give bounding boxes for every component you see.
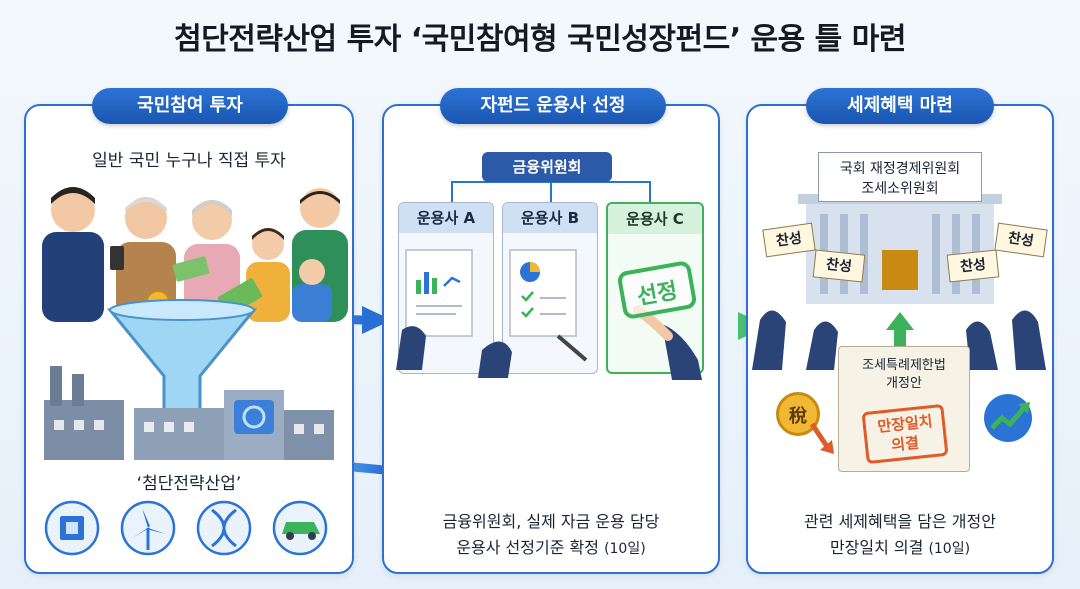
arrow-to-managers-head: [362, 306, 392, 334]
pen-icon: [556, 334, 588, 362]
tax-icon-char: 稅: [789, 406, 807, 427]
check-icon: [521, 307, 534, 318]
manager-documents: [396, 249, 702, 380]
page-title: 첨단전략산업 투자 ‘국민참여형 국민성장펀드’ 운용 틀 마련: [174, 22, 906, 57]
panel3-heading: 세제혜택 마련: [806, 88, 994, 124]
manager-b-label: 운용사 B: [503, 203, 597, 233]
down-arrow-icon: [809, 422, 834, 454]
check-icon: [521, 291, 534, 302]
bill-title-line1: 조세특례제한법: [862, 358, 946, 373]
panel2-caption-line2-wrap: 운용사 선정기준 확정 (10일): [382, 534, 720, 558]
chip-panel: [234, 400, 274, 434]
manager-c-label: 운용사 C: [608, 204, 702, 234]
wind-turbine-icon: [120, 500, 176, 556]
panel1-heading: 국민참여 투자: [92, 88, 288, 124]
panel1-subtitle: 일반 국민 누구나 직접 투자: [92, 151, 286, 171]
growth-chart-icon: [984, 394, 1032, 442]
panel2-heading: 자펀드 운용사 선정: [440, 88, 666, 124]
up-arrow-icon: [886, 312, 914, 350]
bill-title-line2: 개정안: [886, 376, 922, 391]
panel2-caption-date: (10일): [604, 541, 646, 557]
panel2-caption-line2: 운용사 선정기준 확정: [456, 538, 599, 557]
bill-scroll: [838, 346, 970, 472]
org-financial-services-commission: 금융위원회: [482, 152, 612, 182]
car-icon: [272, 500, 328, 556]
investment-funnel-factory: [44, 290, 334, 460]
panel3-caption-date: (10일): [928, 541, 971, 557]
chart-line-icon: [443, 276, 461, 287]
panel1-industry-label: ‘첨단전략산업’: [136, 474, 242, 494]
committee-line2: 조세소위원회: [861, 181, 939, 197]
panel2-caption-line1: 금융위원회, 실제 자금 운용 담당: [442, 512, 660, 531]
industry-icons-row: [44, 500, 328, 556]
raised-hands: [752, 310, 1046, 370]
manager-a-label: 운용사 A: [399, 203, 493, 233]
tax-icon: [776, 392, 820, 436]
panel-citizen-investment: [24, 104, 354, 574]
dna-icon: [196, 500, 252, 556]
chip-icon: [44, 500, 100, 556]
committee-line1: 국회 재정경제위원회: [839, 161, 961, 177]
panel3-caption-line2: 만장일치 의결: [829, 538, 924, 557]
panel3-caption-line1: 관련 세제혜택을 담은 개정안: [804, 512, 996, 531]
panel3-caption-line2-wrap: 만장일치 의결 (10일): [746, 534, 1054, 558]
committee-banner: [818, 152, 982, 202]
